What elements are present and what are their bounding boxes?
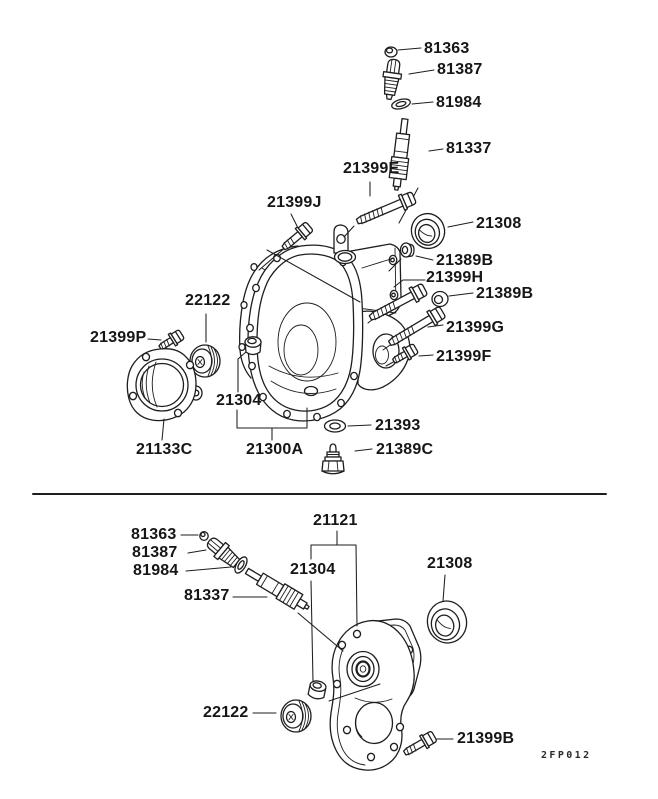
part-label-21389B-2: 21389B bbox=[476, 285, 534, 302]
part-label-21399E: 21399E bbox=[343, 160, 400, 177]
bolt-21399E-drawing bbox=[353, 189, 418, 230]
part-label-81363-bottom: 81363 bbox=[131, 526, 177, 543]
bolt-21399B-drawing bbox=[400, 729, 439, 760]
part-label-81984-top: 81984 bbox=[436, 94, 482, 111]
part-label-21304-bottom: 21304 bbox=[290, 561, 336, 578]
leader-lines-bottom bbox=[180, 530, 454, 740]
part-label-81363-top: 81363 bbox=[424, 40, 470, 57]
plate-21133C-drawing bbox=[126, 348, 203, 422]
leader-lines-top bbox=[147, 47, 474, 452]
part-label-21304-top: 21304 bbox=[216, 392, 262, 409]
sleeve-81337-top-drawing bbox=[387, 117, 415, 192]
gear-81387-top-drawing bbox=[379, 57, 405, 102]
part-label-21121: 21121 bbox=[313, 512, 358, 529]
plug-21389C-drawing bbox=[321, 443, 345, 475]
part-label-21399F: 21399F bbox=[436, 348, 492, 365]
washer-21393-drawing bbox=[323, 419, 347, 433]
washer-81984-bottom-drawing bbox=[234, 556, 248, 574]
part-label-21399P: 21399P bbox=[90, 329, 147, 346]
part-label-21399H: 21399H bbox=[426, 269, 484, 286]
part-label-21389B-1: 21389B bbox=[436, 252, 494, 269]
plug-22122-bottom-drawing bbox=[280, 699, 312, 733]
part-label-21389C: 21389C bbox=[376, 441, 434, 458]
housing-21300A-drawing bbox=[244, 224, 411, 422]
cap-81363-bottom-drawing bbox=[199, 530, 209, 542]
part-label-21399B: 21399B bbox=[457, 730, 515, 747]
part-label-21300A: 21300A bbox=[246, 441, 304, 458]
washer-81984-top-drawing bbox=[391, 98, 411, 110]
plug-21304-top-drawing bbox=[244, 336, 262, 356]
part-label-21133C: 21133C bbox=[136, 441, 193, 458]
cap-81363-top-drawing bbox=[384, 46, 398, 58]
oil-seal-21308-bottom-drawing bbox=[426, 600, 468, 644]
part-label-81984-bottom: 81984 bbox=[133, 562, 179, 579]
part-label-21393: 21393 bbox=[375, 417, 421, 434]
part-label-81387-top: 81387 bbox=[437, 61, 483, 78]
part-label-22122-top: 22122 bbox=[185, 292, 231, 309]
bottom-section-drawing bbox=[180, 530, 468, 771]
part-label-21308-top: 21308 bbox=[476, 215, 522, 232]
part-label-21399J: 21399J bbox=[267, 194, 322, 211]
bushing-21389B-1-drawing bbox=[399, 242, 415, 258]
plug-21304-bottom-drawing bbox=[307, 680, 327, 700]
part-label-81387-bottom: 81387 bbox=[132, 544, 178, 561]
part-label-81337-top: 81337 bbox=[446, 140, 492, 157]
cover-21121-drawing bbox=[329, 618, 422, 771]
bushing-21389B-2-drawing bbox=[431, 290, 449, 308]
part-label-21308-bottom: 21308 bbox=[427, 555, 473, 572]
part-label-22122-bottom: 22122 bbox=[203, 704, 249, 721]
top-section-drawing bbox=[126, 46, 474, 475]
part-label-81337-bottom: 81337 bbox=[184, 587, 230, 604]
oil-seal-21308-top-drawing bbox=[410, 212, 446, 250]
part-label-21399G: 21399G bbox=[446, 319, 505, 336]
page-code: 2FP012 bbox=[541, 750, 592, 761]
